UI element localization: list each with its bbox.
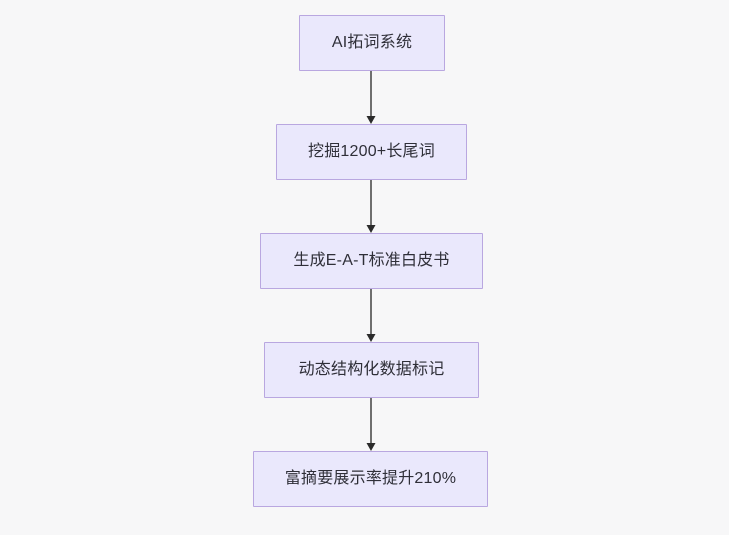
flowchart-node-n3[interactable]: 生成E-A-T标准白皮书 <box>260 233 483 289</box>
flowchart-node-n2[interactable]: 挖掘1200+长尾词 <box>276 124 467 180</box>
flowchart-node-n4[interactable]: 动态结构化数据标记 <box>264 342 479 398</box>
flowchart-edge-e3-arrowhead <box>366 334 376 342</box>
flowchart-edge-e1-arrowhead <box>366 116 376 124</box>
flowchart-node-n1[interactable]: AI拓词系统 <box>299 15 445 71</box>
flowchart-edge-e2-arrowhead <box>366 225 376 233</box>
flowchart-edge-e4-arrowhead <box>366 443 376 451</box>
flowchart-node-n5[interactable]: 富摘要展示率提升210% <box>253 451 488 507</box>
